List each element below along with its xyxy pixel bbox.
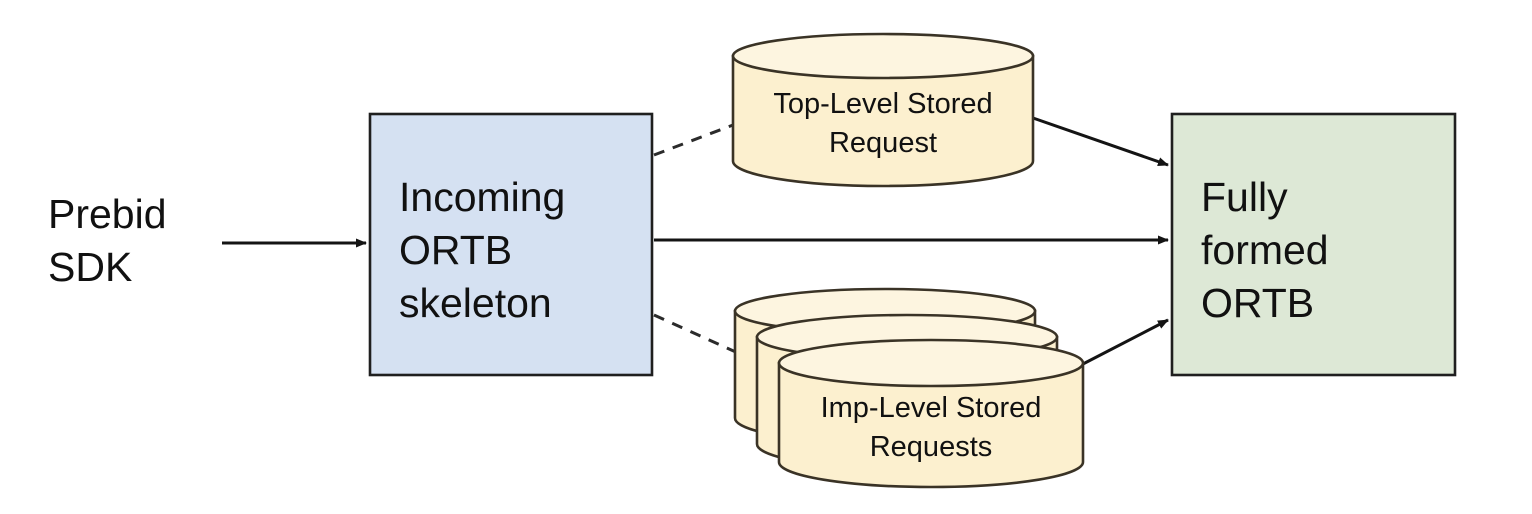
incoming-ortb-skeleton-label-line2: ORTB (399, 227, 512, 273)
top-level-stored-request-label-line2: Request (829, 127, 937, 159)
node-fully-formed-ortb[interactable]: Fully formed ORTB (1170, 112, 1457, 377)
imp-level-stored-requests-label-line2: Requests (870, 431, 993, 463)
incoming-ortb-skeleton-label-line3: skeleton (399, 280, 552, 326)
top-level-stored-request-cylinder-body[interactable] (731, 54, 1035, 188)
edge-top-store-to-output (1032, 116, 1169, 167)
imp-level-stored-requests-label-line1: Imp-Level Stored (821, 392, 1042, 424)
incoming-ortb-skeleton-box[interactable] (368, 112, 654, 377)
fully-formed-ortb-label-line3: ORTB (1201, 280, 1314, 326)
node-top-level-stored-request[interactable]: Top-Level Stored Request (731, 32, 1035, 188)
prebid-sdk-label-line1: Prebid (48, 191, 167, 237)
top-level-stored-request-label-line1: Top-Level Stored (773, 88, 992, 120)
incoming-ortb-skeleton-label-line1: Incoming (399, 174, 565, 220)
fully-formed-ortb-box[interactable] (1170, 112, 1457, 377)
node-incoming-ortb-skeleton[interactable]: Incoming ORTB skeleton (368, 112, 654, 377)
edge-imp-store-to-output (1080, 318, 1169, 367)
fully-formed-ortb-label-line1: Fully (1201, 174, 1288, 220)
fully-formed-ortb-label-line2: formed (1201, 227, 1329, 273)
node-prebid-sdk: Prebid SDK (48, 191, 167, 290)
top-level-stored-request-cylinder-top (731, 32, 1035, 80)
prebid-sdk-label-line2: SDK (48, 244, 132, 290)
edge-incoming-to-top-store (653, 123, 734, 157)
imp-level-stored-requests-cylinder-front[interactable] (777, 338, 1085, 489)
node-imp-level-stored-requests[interactable]: Imp-Level Stored Requests (733, 287, 1085, 489)
